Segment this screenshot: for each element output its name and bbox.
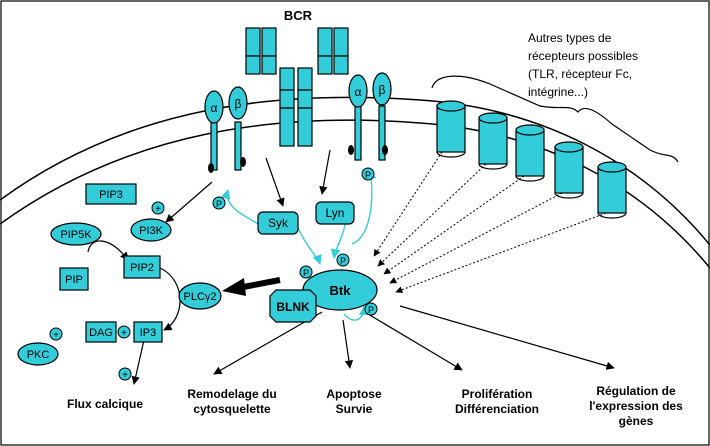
outcome-remodelage: Remodelage du cytosquelette [187,387,276,416]
other-receptors [436,100,627,219]
outcome-line: Différenciation [455,402,539,416]
outcome-proliferation: Prolifération Différenciation [455,387,539,416]
node-pip [59,267,89,291]
bcr-receptor [245,27,349,147]
pip2-label: PIP2 [130,262,154,274]
bcr-title: BCR [284,8,313,23]
ig-alpha-beta-left [204,86,248,171]
plus-label: + [155,204,161,215]
phospho-circle [364,302,378,316]
phospho-label: P [340,256,346,266]
blnk-label: BLNK [276,300,310,314]
caption-line: (TLR, récepteur Fc, [528,67,632,81]
dag-label: DAG [89,327,113,339]
membrane-outer [0,96,710,246]
signal-arrows [87,149,615,385]
receptor-cylinder [478,112,508,170]
pkc-label: PKC [27,349,50,361]
phospho-circle [336,253,350,267]
plus-circle [151,201,165,215]
outcome-line: Apoptose [326,387,382,401]
outcome-flux-calcique: Flux calcique [67,397,143,411]
plus-label: + [122,370,128,381]
thick-arrow-head [222,278,246,296]
itam-dot [208,163,214,173]
outcome-apoptose: Apoptose Survie [326,387,382,416]
node-syk [257,211,299,235]
outcome-line: Survie [336,402,373,416]
phospho-label: P [365,170,371,180]
plus-circle [118,367,132,381]
chain-alpha-label: α [211,101,218,115]
chain-beta-label: β [235,97,242,111]
node-lyn [315,201,355,225]
outcome-line: Remodelage du [187,387,276,401]
syk-label: Syk [268,216,289,230]
ip3-label: IP3 [140,327,157,339]
thick-arrow-shaft [237,277,281,291]
outcome-line: gènes [619,414,654,428]
outcome-line: Régulation de [596,384,676,398]
phospho-circle [299,265,313,279]
receptor-cylinder [597,161,627,219]
ig-alpha-beta-right [348,72,392,161]
phospho-label: P [216,199,222,209]
node-plcg2 [178,282,222,310]
node-pip2 [123,255,161,279]
btk-label: Btk [330,283,352,298]
plus-circle [117,325,131,339]
caption-line: intégrine...) [528,85,588,99]
phospho-label: P [303,268,309,278]
chain-alpha-label: α [355,85,362,99]
chain-beta-label: β [379,83,386,97]
itam-dot [240,157,246,167]
pi3k-label: PI3K [139,225,164,237]
outcome-line: Prolifération [462,387,533,401]
phospho-label: P [368,305,374,315]
node-dag [85,321,117,343]
plus-label: + [53,330,59,341]
node-pip3 [85,183,137,205]
itam-dot [382,145,388,155]
node-blnk [269,289,317,323]
caption-line: récepteurs possibles [528,49,638,63]
phospho-circle [212,196,226,210]
other-receptors-caption: Autres types de récepteurs possibles (TL… [528,31,638,99]
outcome-line: cytosquelette [193,402,271,416]
pip5k-label: PIP5K [60,229,92,241]
receptor-brace [431,75,679,163]
receptor-cylinder [436,100,466,158]
node-pip5k [50,222,102,246]
itam-dot [348,145,354,155]
outcome-regulation: Régulation de l'expression des gènes [589,384,683,428]
dashed-arrows [373,151,607,294]
node-ip3 [133,321,163,343]
pip3-label: PIP3 [99,189,123,201]
phospho-circle [361,167,375,181]
lyn-label: Lyn [326,206,345,220]
node-pkc [17,342,59,366]
receptor-cylinder [554,141,584,199]
plcg2-label: PLCγ2 [183,291,216,303]
pip-label: PIP [65,274,83,286]
membrane-inner [0,119,710,269]
outcome-line: l'expression des [589,399,683,413]
plus-label: + [121,328,127,339]
receptor-cylinder [515,124,545,182]
caption-line: Autres types de [528,31,612,45]
node-pi3k [130,218,172,242]
plus-circle [49,327,63,341]
